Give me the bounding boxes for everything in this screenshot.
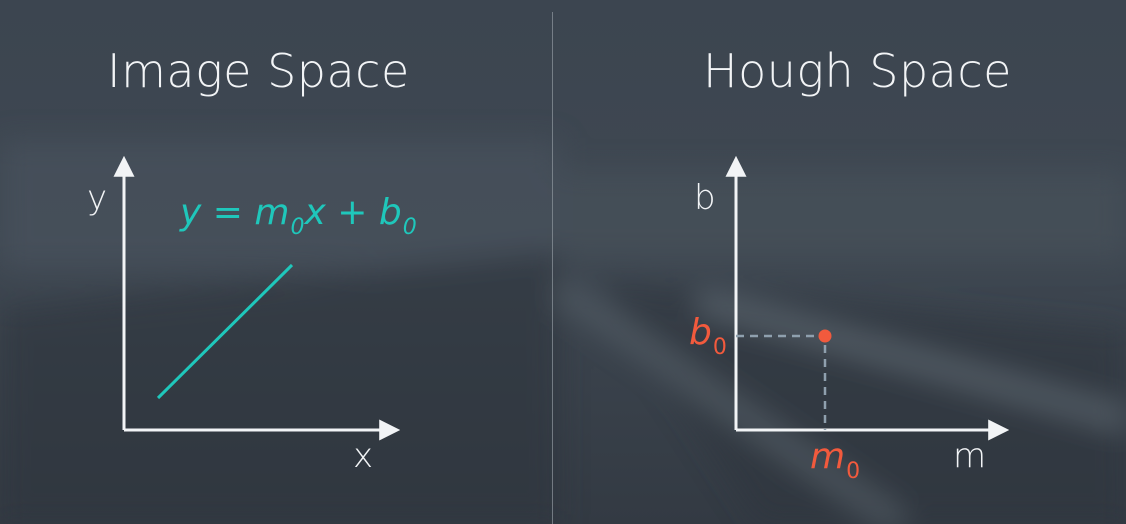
equation-equals: =	[212, 192, 243, 233]
hough-space-m-label: m	[953, 436, 987, 476]
hough-space-point	[818, 329, 832, 343]
equation-plus: +	[337, 192, 368, 233]
b0-label-main: b	[689, 312, 712, 353]
m0-label-main: m	[810, 436, 846, 477]
line-equation: y = m0x + b0	[180, 192, 417, 240]
panel-divider	[552, 12, 553, 524]
image-space-x-label: x	[353, 436, 374, 476]
equation-b-subscript: 0	[402, 215, 417, 240]
hough-space-b-label: b	[694, 178, 716, 218]
image-space-line	[156, 263, 294, 400]
b0-label-subscript: 0	[712, 335, 727, 360]
equation-b: b	[378, 192, 402, 233]
equation-m: m	[254, 192, 290, 233]
b0-label: b0	[689, 312, 727, 360]
hough-space-title: Hough Space	[703, 44, 1012, 98]
equation-y: y	[180, 192, 202, 233]
image-space-title: Image Space	[107, 44, 410, 98]
image-space-y-label: y	[87, 178, 108, 218]
m0-label-subscript: 0	[846, 459, 861, 484]
equation-m-subscript: 0	[290, 215, 305, 240]
m0-label: m0	[810, 436, 860, 484]
equation-x: x	[304, 192, 326, 233]
